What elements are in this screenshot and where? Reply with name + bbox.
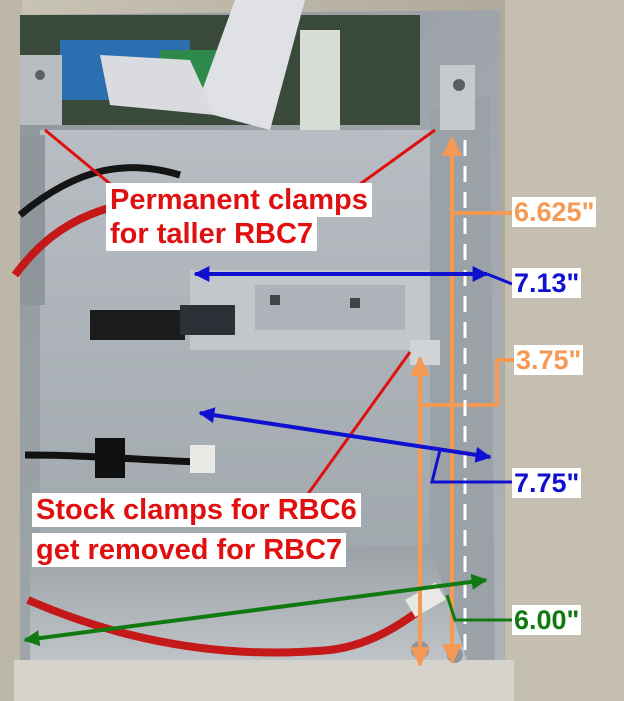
measurement-6625: 6.625": [512, 197, 597, 227]
blue-leader-775: [430, 449, 512, 484]
green-dimension-arrow: [23, 573, 488, 647]
green-leader-600: [445, 594, 512, 622]
pointer-line-left-clamp: [44, 128, 121, 194]
blue-dimension-arrow-lower: [198, 407, 492, 463]
measurement-775: 7.75": [512, 468, 582, 498]
measurement-600: 6.00": [512, 605, 582, 635]
measurement-375: 3.75": [514, 345, 584, 375]
orange-leader-375: [420, 358, 514, 407]
blue-leader-713: [486, 272, 513, 286]
permanent-clamps-label-line2: for taller RBC7: [106, 217, 318, 251]
stock-clamps-label-line1: Stock clamps for RBC6: [32, 493, 361, 527]
stock-clamps-label-line2: get removed for RBC7: [32, 533, 347, 567]
permanent-clamps-label-line1: Permanent clamps: [106, 183, 372, 217]
measurement-713: 7.13": [512, 268, 582, 298]
